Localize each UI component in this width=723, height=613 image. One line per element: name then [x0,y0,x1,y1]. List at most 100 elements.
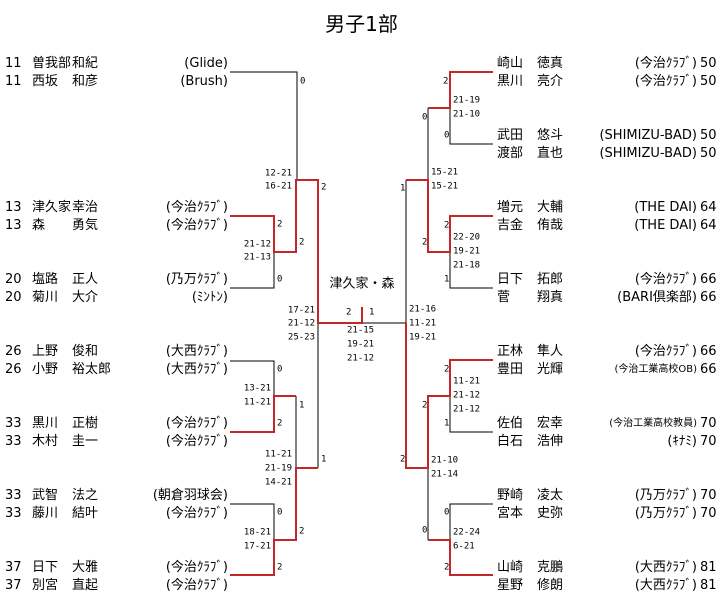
player-club: (朝倉羽球会) [152,488,228,503]
player-seed: 66 [700,290,717,305]
bracket-line [449,503,493,540]
player-seed: 66 [700,272,717,287]
match-score: 2 [422,237,428,248]
match-score: 1 [444,418,450,429]
player-seed: 20 [5,272,22,287]
player-family-name: 菅 [497,290,511,305]
player-family-name: 別宮 [32,578,59,593]
match-score: 11-21 [409,318,437,329]
player-seed: 26 [5,362,22,377]
player-given-name: 正樹 [72,416,99,431]
player-given-name: 亮介 [537,74,564,89]
match-score: 1 [444,274,450,285]
match-score: 21-19 [264,463,292,474]
player-given-name: 侑哉 [537,218,564,233]
player-family-name: 吉金 [497,218,524,233]
player-club: (乃万ｸﾗﾌﾞ) [165,272,228,287]
player-club: (SHIMIZU-BAD) [599,128,697,143]
player-club: (大西ｸﾗﾌﾞ) [634,560,697,575]
match-score: 2 [444,364,450,375]
player-given-name: 翔真 [537,290,564,305]
player-seed: 50 [700,56,717,71]
match-score: 2 [422,400,428,411]
player-given-name: 修朗 [537,578,564,593]
player-club: (今治ｸﾗﾌﾞ) [165,416,228,431]
final-game-score: 21-15 [347,325,375,336]
match-score: 22-24 [453,527,481,538]
player-club: (Brush) [180,74,228,89]
match-score: 2 [321,182,327,193]
match-score: 11-21 [453,376,481,387]
player-club: (ｷﾅﾐ) [667,434,697,449]
match-score: 0 [444,130,450,141]
player-given-name: 光輝 [537,362,564,377]
player-given-name: 史弥 [537,506,564,521]
match-score: 0 [422,112,428,123]
player-family-name: 正林 [497,344,524,359]
player-given-name: 勇気 [72,218,99,233]
match-score: 2 [444,562,450,573]
match-score: 2 [400,454,406,465]
player-given-name: 圭一 [72,434,99,449]
bracket-line [449,396,493,433]
winner-path [230,395,296,433]
player-family-name: 武田 [497,128,524,143]
player-seed: 11 [5,74,22,89]
player-family-name: 藤川 [32,506,59,521]
match-score: 14-21 [264,477,292,488]
match-score: 11-21 [243,397,271,408]
player-given-name: 悠斗 [537,128,564,143]
match-score: 17-21 [243,541,271,552]
match-score: 19-21 [453,246,481,257]
player-given-name: 克鵬 [537,560,564,575]
final-score-left: 2 [346,307,352,318]
player-family-name: 森 [32,218,46,233]
player-seed: 33 [5,506,22,521]
match-score: 19-21 [409,332,437,343]
player-club: (今治ｸﾗﾌﾞ) [165,434,228,449]
player-family-name: 小野 [32,362,59,377]
final-score-right: 1 [369,307,375,318]
match-score: 13-21 [243,383,271,394]
player-family-name: 黒川 [497,74,524,89]
player-seed: 66 [700,362,717,377]
player-family-name: 津久家 [32,200,72,215]
final-game-score: 19-21 [347,339,375,350]
match-score: 2 [277,418,283,429]
player-seed: 70 [700,434,717,449]
player-given-name: 直起 [72,578,99,593]
match-score: 0 [422,525,428,536]
match-score: 18-21 [243,527,271,538]
player-seed: 50 [700,146,717,161]
page-title: 男子1部 [325,12,398,36]
player-family-name: 日下 [497,272,524,287]
player-given-name: 幸治 [72,200,99,215]
match-score: 15-21 [431,167,459,178]
player-seed: 26 [5,344,22,359]
match-score: 17-21 [287,305,315,316]
match-score: 2 [299,526,305,537]
match-score: 6-21 [453,541,475,552]
match-score: 2 [443,76,449,87]
player-given-name: 浩伸 [537,434,564,449]
player-club: (乃万ｸﾗﾌﾞ) [634,506,697,521]
player-club: (大西ｸﾗﾌﾞ) [634,578,697,593]
player-family-name: 白石 [497,434,524,449]
player-given-name: 徳真 [537,56,564,71]
match-score: 22-20 [453,232,481,243]
player-given-name: 和紀 [72,56,99,71]
match-score: 21-10 [453,109,481,120]
match-score: 21-12 [453,390,481,401]
player-given-name: 裕太郎 [72,362,112,377]
champion-label: 津久家・森 [329,276,395,292]
player-seed: 50 [700,128,717,143]
match-score: 1 [321,454,327,465]
winner-path [406,179,493,253]
match-score: 21-12 [243,239,271,250]
match-score: 0 [444,507,450,518]
match-score: 21-12 [453,404,481,415]
match-score: 0 [277,364,283,375]
player-family-name: 黒川 [32,416,59,431]
bracket-line [449,108,493,145]
winner-path [405,323,493,469]
